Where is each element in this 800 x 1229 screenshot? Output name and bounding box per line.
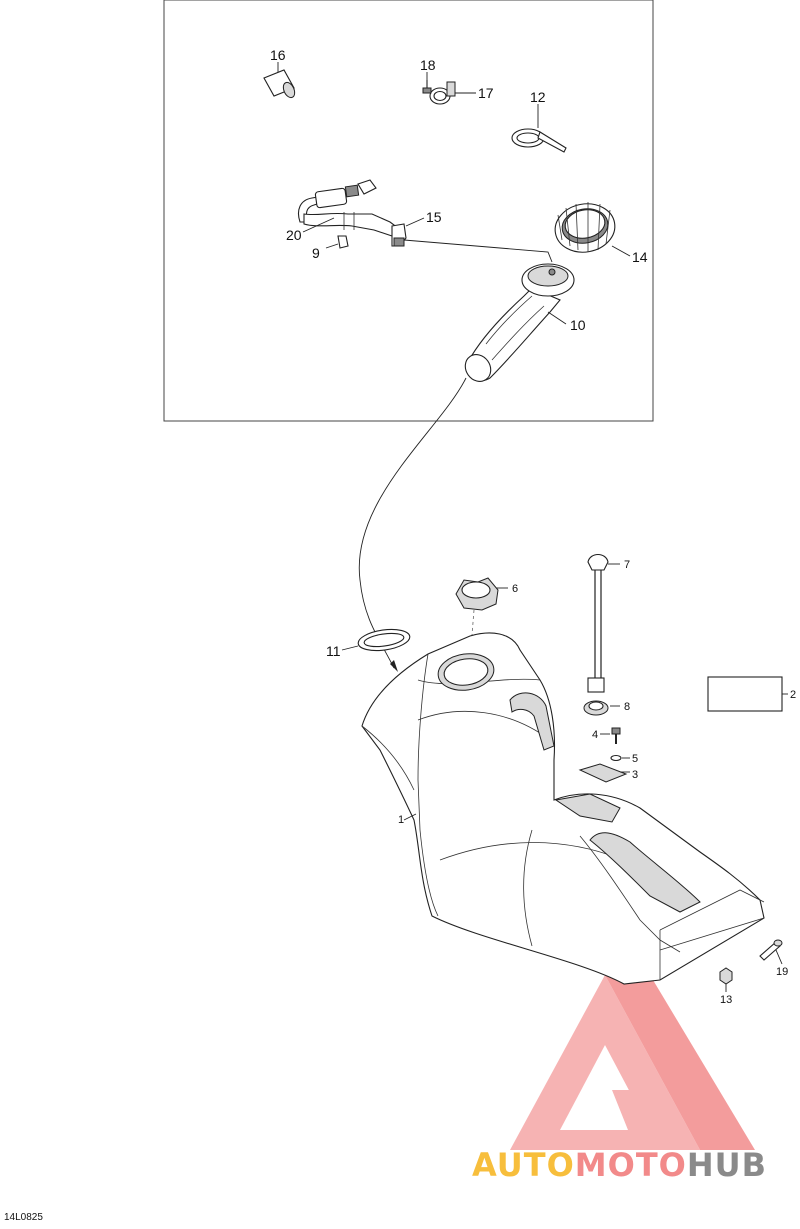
callout-14: 14 bbox=[632, 249, 648, 265]
callout-12: 12 bbox=[530, 89, 546, 105]
part-3-plate bbox=[578, 763, 630, 783]
part-20-fuel-hose bbox=[297, 179, 399, 237]
callout-13: 13 bbox=[720, 994, 732, 1006]
callout-16: 16 bbox=[270, 47, 286, 63]
part-15-elbow-fitting bbox=[391, 217, 553, 263]
part-13-nut bbox=[719, 967, 733, 992]
part-4-screw bbox=[600, 727, 621, 744]
detail-inset-frame bbox=[163, 0, 654, 422]
callout-18: 18 bbox=[420, 57, 436, 73]
part-1-fuel-tank bbox=[361, 632, 765, 985]
callout-15: 15 bbox=[426, 209, 442, 225]
callout-11: 11 bbox=[326, 643, 341, 659]
callout-2: 2 bbox=[790, 689, 796, 701]
brand-text-moto: MOTO bbox=[574, 1146, 687, 1184]
callout-19: 19 bbox=[776, 966, 788, 978]
callout-9: 9 bbox=[312, 245, 320, 261]
part-7-fuel-gauge bbox=[587, 553, 620, 693]
part-8-grommet bbox=[583, 700, 620, 716]
watermark-brand-text: AUTOMOTOHUB bbox=[472, 1146, 767, 1184]
callout-1: 1 bbox=[398, 814, 404, 826]
part-11-gasket bbox=[341, 628, 411, 652]
part-14-locking-ring bbox=[554, 202, 631, 257]
callout-7: 7 bbox=[624, 559, 630, 571]
callout-4: 4 bbox=[592, 729, 598, 741]
part-17-clamp bbox=[429, 81, 476, 105]
callout-20: 20 bbox=[286, 227, 302, 243]
watermark-logo-icon bbox=[510, 975, 755, 1150]
callout-17: 17 bbox=[478, 85, 494, 101]
part-12-cable-tie bbox=[511, 104, 567, 153]
part-9-hose-clip bbox=[325, 235, 349, 249]
brand-text-auto: AUTO bbox=[472, 1146, 575, 1184]
callout-6: 6 bbox=[512, 583, 518, 595]
part-10-fuel-pump bbox=[464, 263, 575, 382]
leader-arrowhead bbox=[390, 660, 398, 672]
callout-8: 8 bbox=[624, 701, 630, 713]
part-19-bolt bbox=[759, 939, 783, 965]
brand-text-hub: HUB bbox=[686, 1146, 768, 1184]
callout-10: 10 bbox=[570, 317, 586, 333]
part-2-label bbox=[707, 676, 788, 712]
callout-5: 5 bbox=[632, 753, 638, 765]
drawing-reference: 14L0825 bbox=[4, 1212, 43, 1223]
part-16-sleeve bbox=[263, 62, 296, 99]
callout-3: 3 bbox=[632, 769, 638, 781]
part-18-screw bbox=[422, 72, 432, 94]
part-5-washer bbox=[610, 754, 630, 762]
